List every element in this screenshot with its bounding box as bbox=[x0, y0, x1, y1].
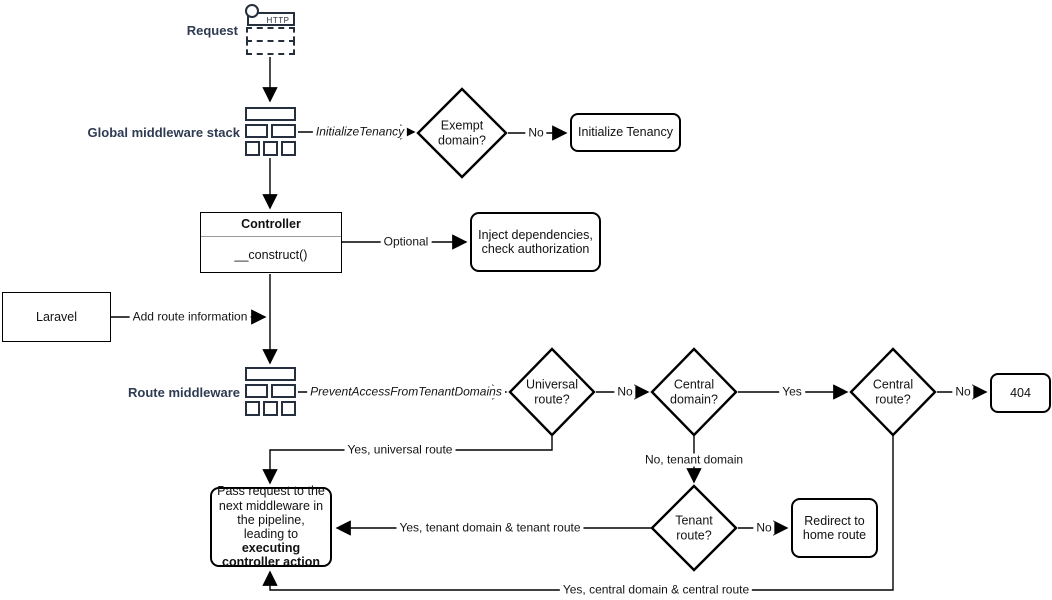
edge-label-preventaccess: PreventAccessFromTenantDomains bbox=[307, 385, 505, 399]
edge-label-yes-tenant: Yes, tenant domain & tenant route bbox=[396, 521, 584, 535]
edge-label-yes-central: Yes, central domain & central route bbox=[559, 583, 753, 597]
edge-label-no-universal: No bbox=[614, 385, 636, 399]
http-label: HTTP bbox=[266, 16, 290, 25]
edge-label-no-tenant-domain: No, tenant domain bbox=[641, 453, 747, 467]
edge-label-optional: Optional bbox=[380, 235, 432, 249]
pass-request-text: Pass request to the next middleware in t… bbox=[217, 484, 325, 541]
controller-title: Controller bbox=[201, 213, 341, 237]
universal-route-text: Universal route? bbox=[525, 377, 579, 407]
diamond-exempt-domain bbox=[416, 87, 508, 179]
central-route-text: Central route? bbox=[872, 377, 914, 407]
diamond-central-domain bbox=[650, 347, 738, 437]
request-body-icon-bottom bbox=[246, 40, 295, 55]
diamond-universal-route bbox=[508, 347, 596, 437]
edge-label-no-tenant-route: No bbox=[753, 521, 775, 535]
central-domain-text: Central domain? bbox=[670, 377, 718, 407]
pass-request-bold-text: executing controller action bbox=[222, 541, 320, 570]
node-404: 404 bbox=[990, 373, 1051, 413]
request-circle-icon bbox=[245, 4, 259, 18]
http-box-icon: HTTP bbox=[247, 12, 295, 26]
node-redirect-home: Redirect to home route bbox=[791, 498, 878, 558]
node-inject-dependencies: Inject dependencies, check authorization bbox=[470, 212, 601, 272]
edge-label-add-route-information: Add route information bbox=[129, 310, 251, 324]
node-initialize-tenancy: Initialize Tenancy bbox=[570, 113, 681, 152]
tenant-route-text: Tenant route? bbox=[675, 513, 713, 543]
node-pass-request: Pass request to the next middleware in t… bbox=[210, 484, 332, 570]
request-label: Request bbox=[186, 23, 238, 38]
node-laravel: Laravel bbox=[2, 292, 111, 342]
global-middleware-icon bbox=[245, 107, 296, 157]
edge-label-yes-universal-route: Yes, universal route bbox=[344, 443, 456, 457]
controller-method: __construct() bbox=[234, 247, 308, 262]
edge-label-no-exempt: No bbox=[525, 126, 547, 140]
edge-label-initializetenancy: InitializeTenancy bbox=[312, 125, 408, 139]
diamond-tenant-route bbox=[650, 484, 738, 572]
node-controller: Controller __construct() bbox=[200, 212, 342, 273]
edge-label-yes-central-domain: Yes bbox=[779, 385, 805, 399]
exempt-domain-text: Exempt domain? bbox=[438, 118, 486, 148]
global-middleware-label: Global middleware stack bbox=[87, 125, 240, 140]
route-middleware-label: Route middleware bbox=[128, 385, 240, 400]
diamond-central-route bbox=[849, 347, 937, 437]
route-middleware-icon bbox=[245, 367, 296, 417]
edge-label-no-central-route: No bbox=[952, 385, 974, 399]
